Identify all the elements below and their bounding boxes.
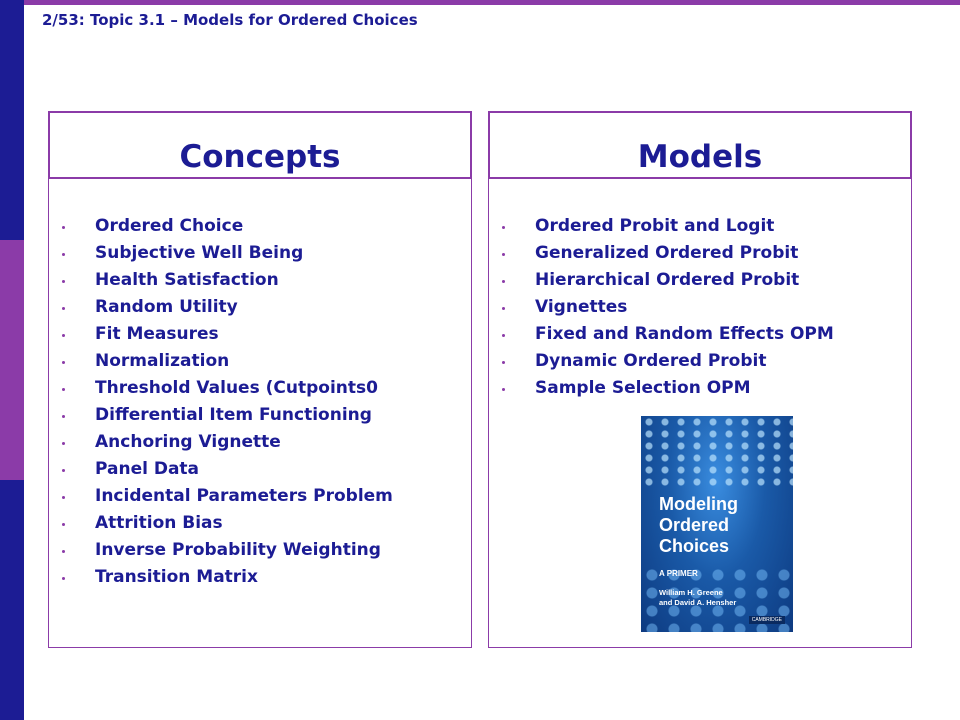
list-item: Attrition Bias (59, 510, 393, 537)
list-item: Vignettes (499, 294, 834, 321)
list-item: Differential Item Functioning (59, 402, 393, 429)
list-item: Inverse Probability Weighting (59, 537, 393, 564)
list-item: Anchoring Vignette (59, 429, 393, 456)
models-list: Ordered Probit and Logit Generalized Ord… (499, 213, 834, 402)
list-item: Ordered Choice (59, 213, 393, 240)
book-cover-image: Modeling Ordered Choices A PRIMER Willia… (641, 416, 793, 632)
book-title-line: Modeling (659, 494, 738, 514)
models-panel: Models Ordered Probit and Logit Generali… (488, 111, 912, 648)
list-item: Panel Data (59, 456, 393, 483)
concepts-panel: Concepts Ordered Choice Subjective Well … (48, 111, 472, 648)
book-cover-dots (641, 416, 793, 486)
side-stripe-bottom (0, 480, 24, 720)
slide-title: 2/53: Topic 3.1 – Models for Ordered Cho… (42, 11, 418, 29)
book-authors: William H. Greene and David A. Hensher (659, 588, 736, 608)
list-item: Sample Selection OPM (499, 375, 834, 402)
list-item: Random Utility (59, 294, 393, 321)
list-item: Ordered Probit and Logit (499, 213, 834, 240)
list-item: Generalized Ordered Probit (499, 240, 834, 267)
book-title-line: Ordered (659, 515, 730, 535)
book-title-line: Choices (659, 536, 730, 556)
book-title: Modeling Ordered Choices (659, 494, 789, 557)
list-item: Fit Measures (59, 321, 393, 348)
concepts-list: Ordered Choice Subjective Well Being Hea… (59, 213, 393, 591)
list-item: Fixed and Random Effects OPM (499, 321, 834, 348)
top-rule (24, 0, 960, 5)
list-item: Incidental Parameters Problem (59, 483, 393, 510)
list-item: Threshold Values (Cutpoints0 (59, 375, 393, 402)
list-item: Dynamic Ordered Probit (499, 348, 834, 375)
list-item: Hierarchical Ordered Probit (499, 267, 834, 294)
list-item: Normalization (59, 348, 393, 375)
list-item: Subjective Well Being (59, 240, 393, 267)
book-subtitle: A PRIMER (659, 569, 698, 578)
book-publisher: CAMBRIDGE (748, 616, 785, 624)
book-author: and David A. Hensher (659, 598, 737, 607)
models-header: Models (488, 111, 912, 179)
concepts-header: Concepts (48, 111, 472, 179)
book-author: William H. Greene (659, 588, 723, 597)
list-item: Transition Matrix (59, 564, 393, 591)
side-stripe-middle (0, 240, 24, 480)
side-stripe-top (0, 0, 24, 240)
list-item: Health Satisfaction (59, 267, 393, 294)
